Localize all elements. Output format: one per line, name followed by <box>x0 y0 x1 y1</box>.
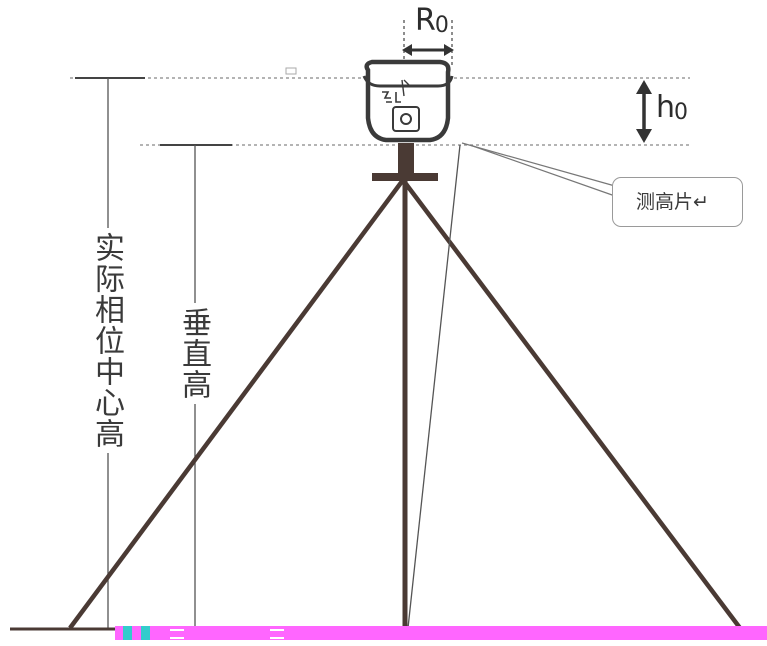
tripod-right-leg <box>401 178 742 630</box>
ground-strip-cyan-block <box>123 626 132 640</box>
small-artifact-mark <box>285 67 297 75</box>
h0-arrow-bottom-head <box>636 129 652 143</box>
callout-label: 测高片↵ <box>636 191 709 213</box>
callout-box <box>612 177 743 227</box>
gnss-logo-mark <box>382 91 401 103</box>
gnss-receiver-cap <box>362 75 454 88</box>
gnss-receiver-body <box>364 59 451 143</box>
tripod-connector <box>398 143 414 175</box>
gnss-power-button-icon <box>400 113 412 125</box>
r0-arrow-left-head <box>402 44 412 56</box>
tripod-head-plate <box>372 173 438 181</box>
r0-label-main: R <box>415 3 436 38</box>
callout-pointer-upper <box>461 142 616 187</box>
ground-color-strip <box>115 626 767 640</box>
r0-label-sub: 0 <box>434 13 449 38</box>
gnss-receiver-panel <box>392 106 420 132</box>
h0-label-sub: 0 <box>674 100 688 125</box>
ground-strip-mark <box>270 629 284 639</box>
slant-measure-line <box>407 144 461 629</box>
h0-arrow-top-head <box>636 80 652 94</box>
r0-arrow-right-head <box>444 44 454 56</box>
h0-label-main: h <box>656 90 675 125</box>
r0-label: R0 <box>415 3 449 39</box>
tripod-left-leg <box>68 178 405 630</box>
ground-strip-mark <box>170 629 184 639</box>
h0-label: h0 <box>656 90 688 126</box>
gnss-antenna-glyph <box>401 79 411 97</box>
actual-phase-center-height-label: 实际相位中心高 <box>88 228 124 453</box>
ground-strip-cyan-block-2 <box>141 626 150 640</box>
vertical-height-label: 垂直高 <box>175 303 211 404</box>
callout-pointer-lower <box>469 144 616 197</box>
